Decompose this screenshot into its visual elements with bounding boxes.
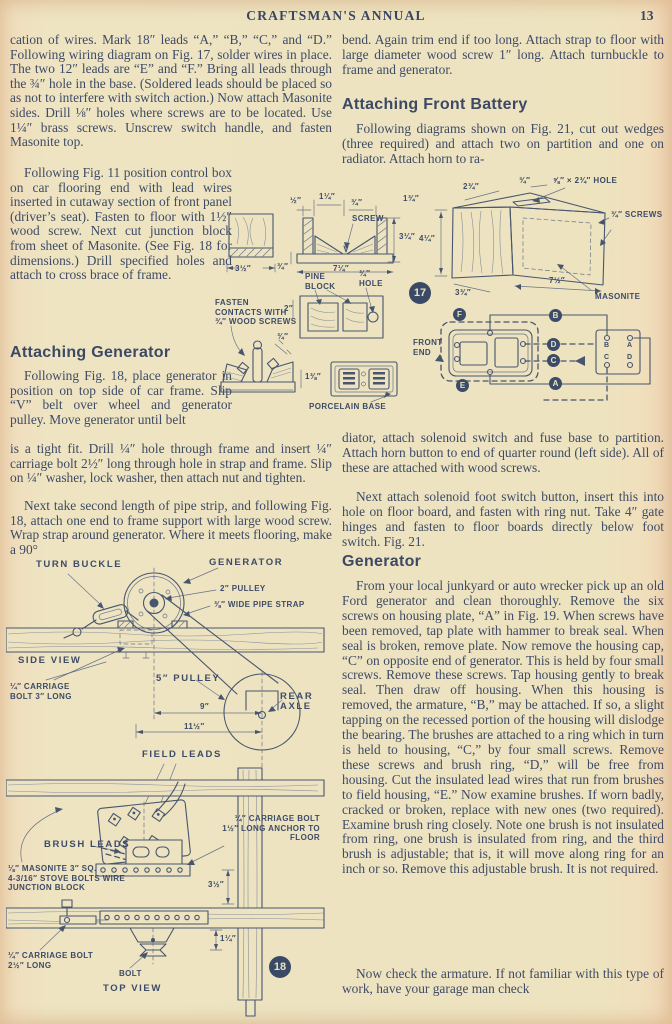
heading-attaching-generator: Attaching Generator	[10, 344, 171, 361]
terminal-label-c: C	[604, 354, 610, 361]
body-paragraph: From your local junkyard or auto wrecker…	[342, 578, 664, 877]
anchor-bolt-label: ¼″ CARRIAGE BOLT 1½″ LONG ANCHOR TO FLOO…	[222, 814, 320, 842]
dim-label: 1¼″	[319, 192, 336, 201]
dim-label: 11½″	[184, 722, 205, 731]
dim-label: 7½″	[549, 276, 566, 285]
figure-18-generator-mounting-diagram: TURN BUCKLE GENERATOR 2″ PULLEY ⅜″ WIDE …	[6, 552, 336, 1018]
body-paragraph: diator, attach solenoid switch and fuse …	[342, 430, 664, 475]
rear-axle-label: REAR AXLE	[280, 691, 314, 712]
figure-17-number-badge: 17	[409, 282, 431, 304]
wire-terminal-e: E	[456, 379, 469, 392]
dim-label: 1⅜″	[305, 372, 322, 381]
body-paragraph: Following Fig. 18, place generator in po…	[10, 368, 232, 427]
wire-terminal-c: C	[547, 354, 560, 367]
dim-label: 9″	[200, 702, 210, 711]
dim-label: 3¾″	[455, 288, 472, 297]
front-end-label: FRONT END	[413, 338, 443, 357]
top-view-label: TOP VIEW	[103, 983, 162, 994]
dim-label: 2″	[284, 304, 294, 313]
dim-label: 4¼″	[419, 234, 436, 243]
screw-label: SCREW	[352, 214, 384, 223]
carriage-bolt-2-5-label: ¼″ CARRIAGE BOLT 2½″ LONG	[8, 951, 94, 970]
porcelain-base-label: PORCELAIN BASE	[309, 402, 387, 411]
bolt-label: BOLT	[119, 969, 142, 978]
pipe-strap-label: ⅜″ WIDE PIPE STRAP	[214, 600, 305, 609]
dim-label: 3½″	[208, 880, 225, 889]
body-paragraph: Next take second length of pipe strip, a…	[10, 498, 332, 557]
dim-label: ¾″	[351, 198, 363, 207]
slot-hole-label: ⅝″ × 2¾″ HOLE	[553, 176, 618, 185]
terminal-label-b: B	[604, 342, 610, 349]
wire-terminal-a: A	[549, 377, 562, 390]
dim-label: ¾″	[277, 262, 289, 271]
side-view-label: SIDE VIEW	[18, 655, 82, 666]
screws-label: ¾″ SCREWS	[611, 210, 663, 219]
body-paragraph: Following Fig. 11 position control box o…	[10, 165, 232, 283]
pulley-2-label: 2″ PULLEY	[220, 584, 266, 593]
body-paragraph: bend. Again trim end if too long. Attach…	[342, 32, 664, 77]
dim-label: 3½″	[235, 264, 252, 273]
dim-label: ½″	[290, 196, 302, 205]
carriage-bolt-3-label: ¼″ CARRIAGE BOLT 3″ LONG	[10, 682, 72, 701]
dim-label: 1¾″	[403, 194, 420, 203]
dim-label: 1¼″	[220, 934, 237, 943]
body-paragraph: cation of wires. Mark 18″ leads “A,” “B,…	[10, 32, 332, 150]
body-paragraph: is a tight fit. Drill ¼″ hole through fr…	[10, 441, 332, 486]
dim-label: ¾″	[277, 332, 289, 341]
dim-label: 2¾″	[463, 182, 480, 191]
pulley-5-label: 5″ PULLEY	[156, 673, 221, 684]
figure-17-artwork	[220, 184, 651, 403]
wire-terminal-b: B	[549, 309, 562, 322]
junction-block-label: ⅛″ MASONITE 3″ SQ. 4-3/16″ STOVE BOLTS W…	[8, 864, 126, 892]
terminal-label-a: A	[627, 342, 633, 349]
field-leads-label: FIELD LEADS	[142, 749, 222, 760]
figure-18-number-badge: 18	[269, 956, 291, 978]
page-number: 13	[640, 8, 654, 23]
dim-label: ¾″	[519, 176, 531, 185]
wire-terminal-d: D	[547, 338, 560, 351]
fasten-contacts-label: FASTEN CONTACTS WITH ¾″ WOOD SCREWS	[215, 298, 297, 326]
heading-generator: Generator	[342, 553, 422, 570]
terminal-label-d: D	[627, 354, 633, 361]
heading-attaching-front-battery: Attaching Front Battery	[342, 96, 528, 113]
body-paragraph: Next attach solenoid foot switch button,…	[342, 489, 664, 549]
wire-terminal-f: F	[453, 308, 466, 321]
turn-buckle-label: TURN BUCKLE	[36, 559, 123, 570]
dim-label: 3¼″	[399, 232, 416, 241]
page-title: CRAFTSMAN'S ANNUAL	[246, 8, 426, 23]
generator-label: GENERATOR	[209, 557, 284, 568]
pine-block-label: PINE BLOCK	[305, 272, 336, 291]
masonite-label: MASONITE	[595, 292, 641, 301]
dim-label: 7¼″	[333, 264, 350, 273]
brush-leads-label: BRUSH LEADS	[44, 839, 131, 850]
figure-18-artwork	[6, 567, 325, 1017]
body-paragraph: Following diagrams shown on Fig. 21, cut…	[342, 121, 664, 166]
body-paragraph: Now check the armature. If not familiar …	[342, 966, 664, 996]
hole-label: ¾″ HOLE	[359, 269, 383, 288]
figure-17-battery-box-diagram: 3½″ ½″ 1¼″ ¾″ SCREW 3¼″ ¾″ 7¼″ PINE BLOC…	[213, 172, 665, 430]
